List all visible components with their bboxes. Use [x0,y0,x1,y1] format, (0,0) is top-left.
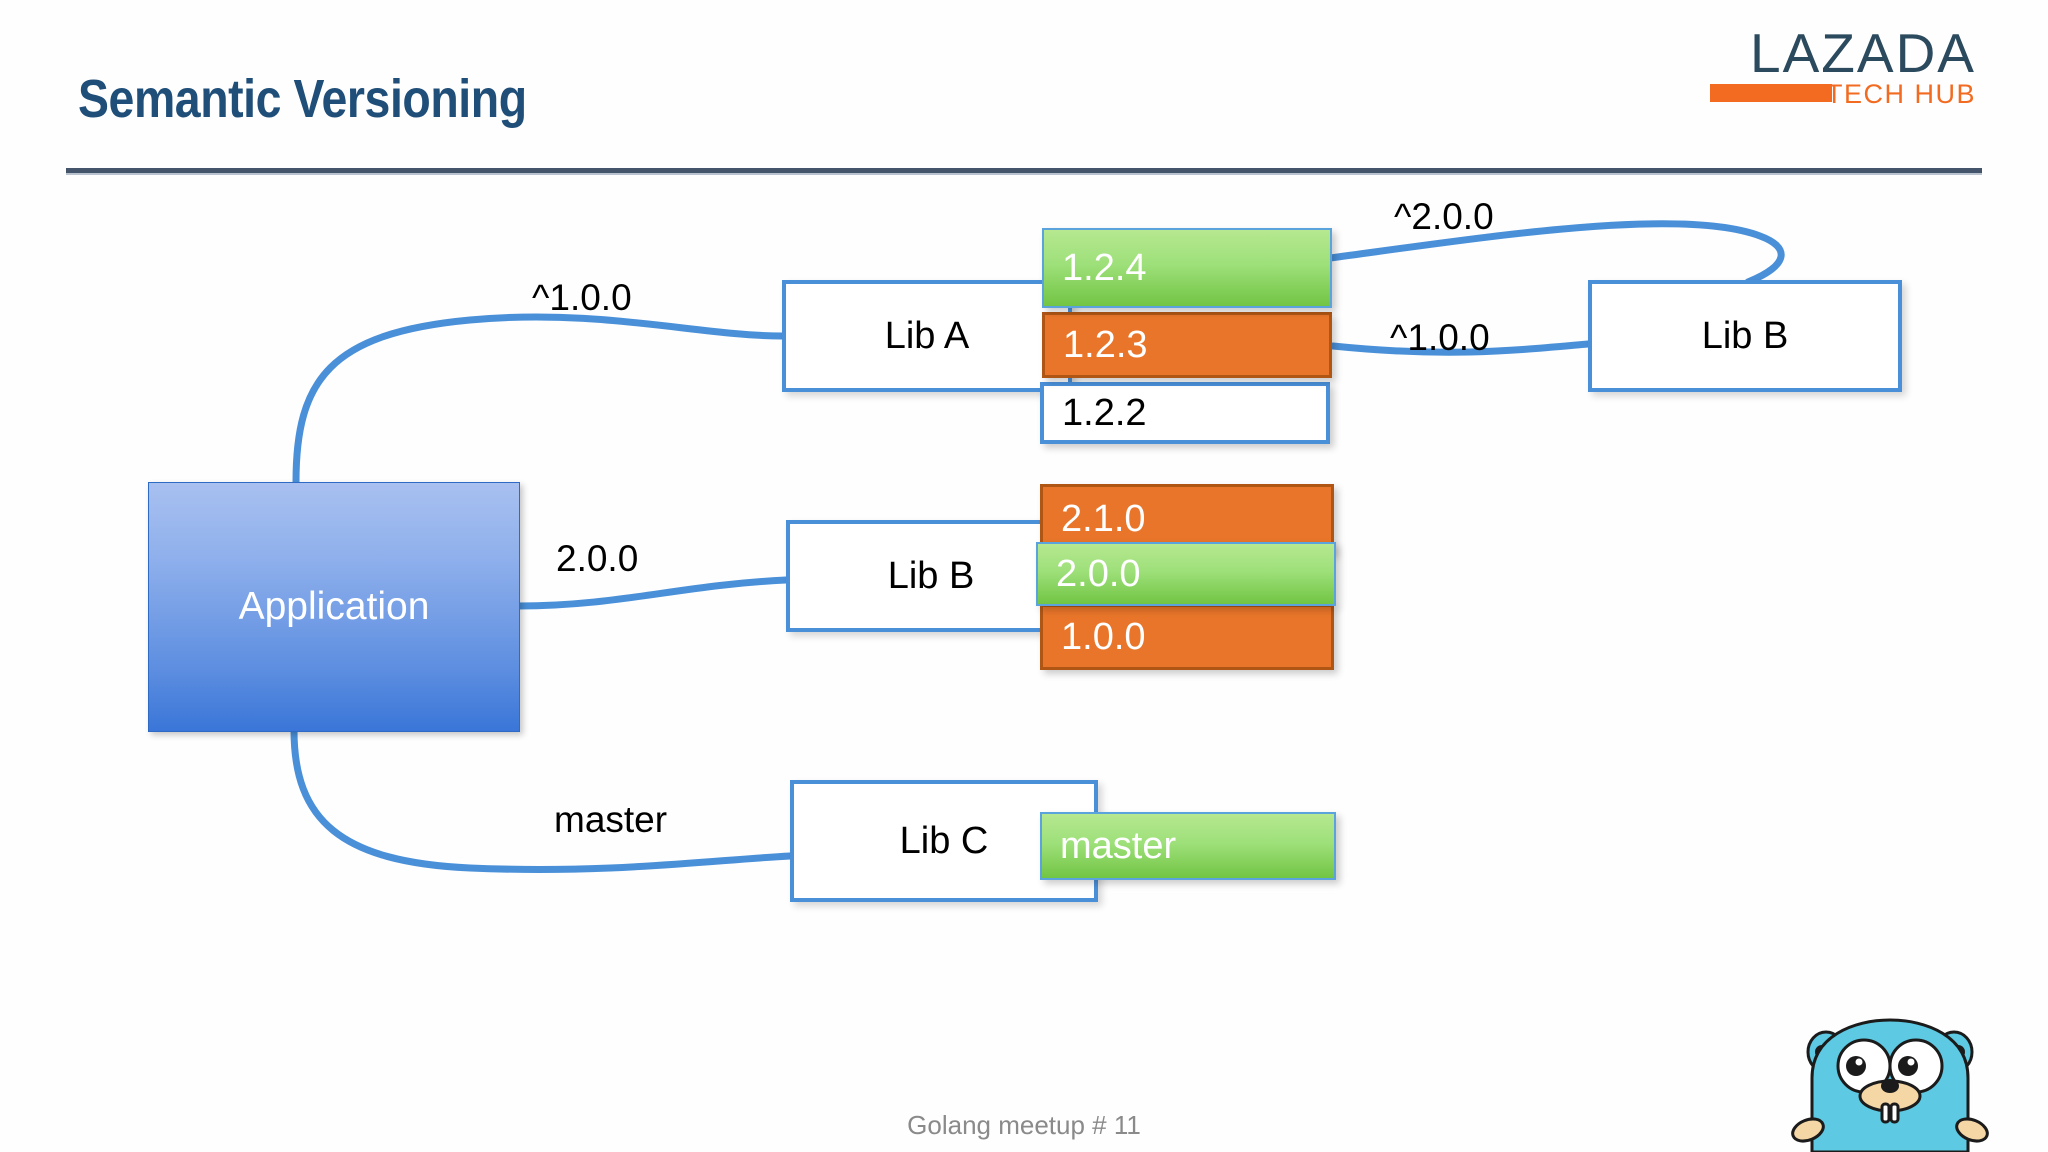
edge-label-lib-a-to-lib-b-mid: ^1.0.0 [1390,317,1490,358]
version-label: master [1060,824,1177,867]
version-chip-lib-a-1-2-3[interactable]: 1.2.3 [1042,312,1332,378]
version-chip-lib-c-master[interactable]: master [1040,812,1336,880]
version-label: 1.2.3 [1063,323,1148,366]
node-application[interactable]: Application [148,482,520,732]
node-lib-b-mid-label: Lib B [887,554,975,597]
page-title: Semantic Versioning [78,69,527,129]
edge-label-app-to-lib-a: ^1.0.0 [532,277,632,318]
node-lib-c-label: Lib C [899,819,989,862]
connector-app-to-lib-c [290,726,794,873]
slide-footer: Golang meetup # 11 [907,1110,1141,1140]
connector-app-to-lib-a [292,313,786,486]
go-gopher-icon [1791,1018,1989,1152]
node-lib-a[interactable]: Lib A [782,280,1072,392]
node-lib-a-label: Lib A [884,314,970,357]
edge-label-lib-a-to-lib-b-top: ^2.0.0 [1394,196,1494,237]
node-lib-b-right-label: Lib B [1701,314,1789,357]
version-chip-lib-b-2-0-0[interactable]: 2.0.0 [1036,542,1336,606]
title-divider [66,168,1982,175]
version-chip-lib-a-1-2-4[interactable]: 1.2.4 [1042,228,1332,308]
logo-tagline: TECH HUB [1825,79,1976,109]
version-label: 1.2.2 [1062,391,1147,434]
version-label: 1.0.0 [1061,615,1146,658]
version-chip-lib-a-1-2-2[interactable]: 1.2.2 [1040,382,1330,444]
logo-wordmark: LAZADA [1750,22,1976,84]
version-chip-lib-b-1-0-0[interactable]: 1.0.0 [1040,604,1334,670]
node-lib-b-right[interactable]: Lib B [1588,280,1902,392]
version-label: 1.2.4 [1062,246,1147,289]
edge-label-app-to-lib-b: 2.0.0 [556,538,639,579]
connector-app-to-lib-b [514,576,790,610]
orange-bar-icon [1710,84,1832,102]
edge-label-app-to-lib-c: master [554,799,668,840]
version-label: 2.0.0 [1056,552,1141,595]
version-label: 2.1.0 [1061,497,1146,540]
lazada-tech-hub-logo: LAZADA TECH HUB [1708,26,1976,110]
node-application-label: Application [238,585,430,628]
node-lib-b-mid[interactable]: Lib B [786,520,1076,632]
